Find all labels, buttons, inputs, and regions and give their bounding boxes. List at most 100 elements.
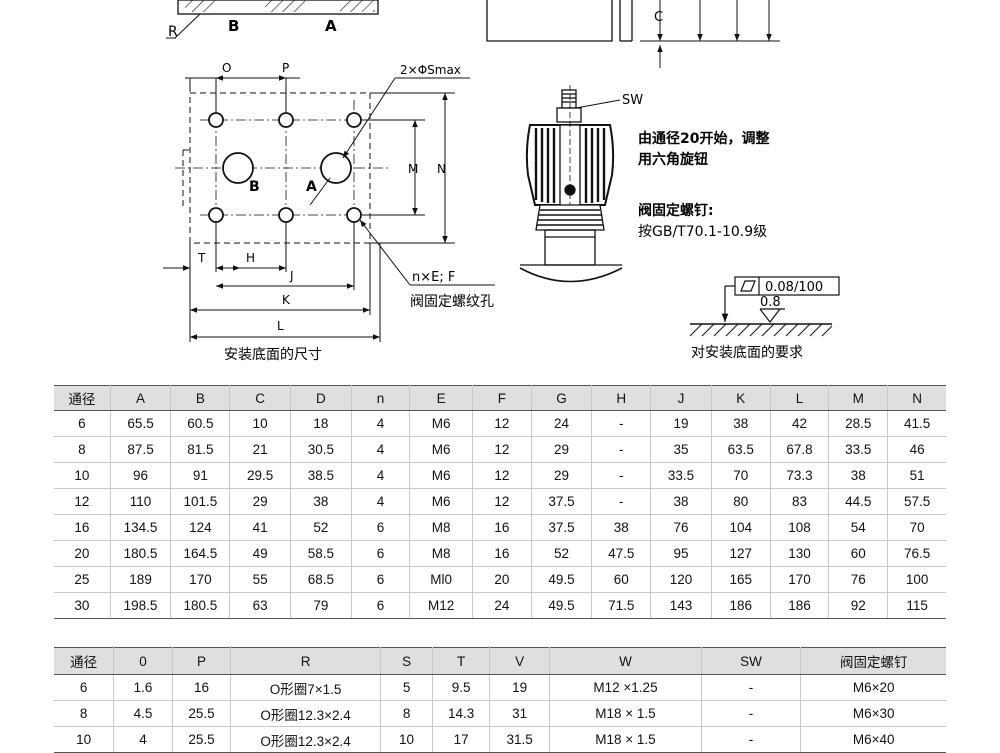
table-cell: 4	[351, 410, 411, 437]
table-cell: 76	[650, 514, 712, 541]
table-cell: 29.5	[229, 462, 291, 489]
column-header: T	[432, 647, 490, 675]
table-cell: 41	[229, 514, 291, 541]
label-T: T	[197, 251, 206, 265]
table-cell: -	[701, 726, 802, 753]
table-cell: 29	[531, 436, 593, 463]
column-header: V	[489, 647, 551, 675]
table-cell: 76	[828, 566, 889, 593]
table-cell: 124	[170, 514, 231, 541]
table-cell: 71.5	[591, 592, 652, 619]
table-cell: 164.5	[170, 540, 231, 567]
table-cell: 41.5	[887, 410, 946, 437]
table-cell: M6×20	[800, 674, 946, 701]
label-H: H	[246, 251, 255, 265]
table-cell: 143	[650, 592, 712, 619]
table-cell: 4	[351, 462, 411, 489]
table-cell: 6	[351, 566, 411, 593]
port-B-label: B	[249, 179, 260, 195]
table-cell: 186	[770, 592, 830, 619]
table-cell: -	[591, 488, 652, 515]
table-cell: 37.5	[531, 488, 593, 515]
table-cell: 58.5	[290, 540, 352, 567]
table-cell: 38	[650, 488, 712, 515]
table-cell: M6×30	[800, 700, 946, 727]
table-cell: 38	[828, 462, 889, 489]
label-C: C	[654, 10, 663, 25]
column-header: D	[290, 385, 352, 411]
table-cell: 170	[170, 566, 231, 593]
table-cell: M18 × 1.5	[549, 726, 702, 753]
table-cell: 92	[828, 592, 889, 619]
table-cell: 29	[531, 462, 593, 489]
table-cell: 180.5	[110, 540, 172, 567]
table-cell: 49	[229, 540, 291, 567]
table-cell: 12	[54, 488, 111, 515]
table-cell: 12	[472, 488, 532, 515]
table-cell: 60.5	[170, 410, 231, 437]
column-header: E	[409, 385, 474, 411]
SW-label: SW	[622, 93, 643, 108]
table-cell: 101.5	[170, 488, 231, 515]
table-cell: O形圈12.3×2.4	[230, 726, 381, 753]
label-M: M	[408, 162, 418, 176]
table-cell: 12	[472, 410, 532, 437]
label-N: N	[437, 162, 446, 176]
column-header: C	[229, 385, 291, 411]
table-cell: 95	[650, 540, 712, 567]
table-cell: M12 ×1.25	[549, 674, 702, 701]
table-cell: 68.5	[290, 566, 352, 593]
table-cell: 33.5	[828, 436, 889, 463]
column-header: S	[380, 647, 434, 675]
table-cell: 46	[887, 436, 946, 463]
table-cell: 6	[351, 540, 411, 567]
table-cell: 8	[54, 436, 111, 463]
label-R: R	[168, 24, 178, 40]
table-cell: 134.5	[110, 514, 172, 541]
table-cell: 115	[887, 592, 946, 619]
table-cell: M6	[409, 410, 474, 437]
table-cell: 52	[290, 514, 352, 541]
table-cell: 8	[54, 700, 115, 727]
table-cell: -	[591, 410, 652, 437]
thread-hole-label: 阀固定螺纹孔	[410, 294, 494, 310]
table-cell: O形圈12.3×2.4	[230, 700, 381, 727]
table-cell: 10	[380, 726, 434, 753]
table-cell: 25	[54, 566, 111, 593]
table-cell: 60	[828, 540, 889, 567]
table-cell: M12	[409, 592, 474, 619]
table-cell: 16	[172, 674, 232, 701]
table-cell: 42	[770, 410, 830, 437]
table-cell: 16	[54, 514, 111, 541]
table-cell: 25.5	[172, 726, 232, 753]
table-cell: 186	[711, 592, 771, 619]
column-header: G	[531, 385, 593, 411]
table-cell: 12	[472, 462, 532, 489]
column-header: W	[549, 647, 702, 675]
port-A-label: A	[306, 179, 317, 195]
table-cell: -	[701, 674, 802, 701]
column-header: 阀固定螺钉	[800, 647, 946, 675]
table-cell: 30	[54, 592, 111, 619]
table-cell: 104	[711, 514, 771, 541]
table-cell: 10	[54, 726, 115, 753]
table-cell: 10	[54, 462, 111, 489]
table-cell: 51	[887, 462, 946, 489]
table-cell: 52	[531, 540, 593, 567]
column-header: 通径	[54, 385, 111, 411]
table-cell: 24	[472, 592, 532, 619]
table-cell: M6×40	[800, 726, 946, 753]
table-cell: 6	[54, 410, 111, 437]
table-cell: 170	[770, 566, 830, 593]
table-cell: 24	[531, 410, 593, 437]
label-O: O	[222, 61, 231, 75]
label-P: P	[282, 61, 289, 75]
table-cell: 5	[380, 674, 434, 701]
table-cell: -	[591, 436, 652, 463]
